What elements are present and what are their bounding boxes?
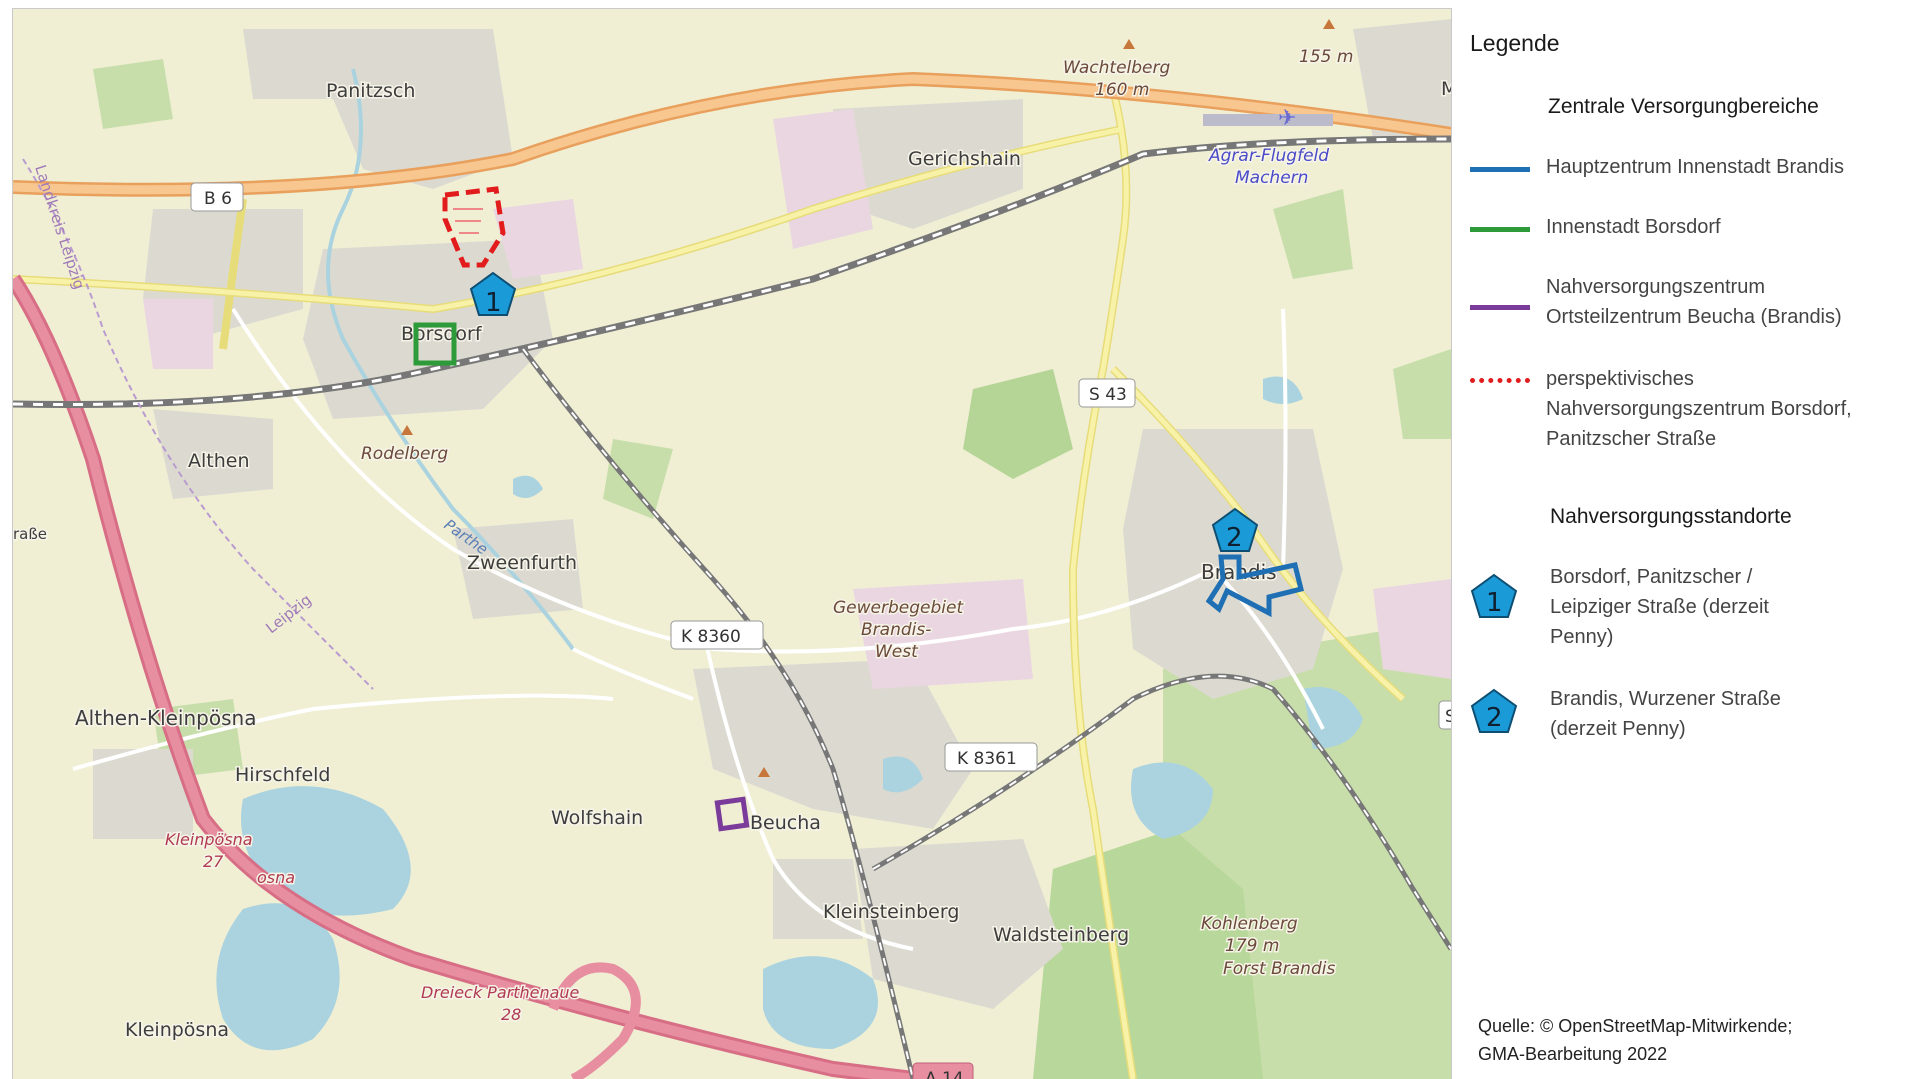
legend-site-1: Borsdorf, Panitzscher / Leipziger Straße… [1550,562,1769,652]
legend-section-zentrale: Zentrale Versorgungbereiche [1548,95,1819,118]
zone-hauptzentrum-brandis[interactable] [1205,554,1305,618]
place-label-hirschfeld: Hirschfeld [235,764,330,786]
railways [13,135,1451,1079]
road-shield-edge-s: S [1438,700,1451,730]
zone-perspective-hatch [453,208,483,234]
road-shield-k8361: K 8361 [944,742,1038,772]
poi-label-airfield-2: Machern [1235,168,1308,188]
legend-site-1-line3: Penny) [1550,626,1614,648]
legend-section-nahversorgung: Nahversorgungsstandorte [1550,505,1792,528]
legend-site-2-line1: Brandis, Wurzener Straße [1550,688,1781,710]
legend-item-innenstadt-borsdorf: Innenstadt Borsdorf [1546,216,1721,238]
place-label-kleinposna: Kleinpösna [125,1019,229,1041]
poi-label-kohlenberg-elev: 179 m [1225,936,1279,956]
place-label-edge-m: M [1441,78,1451,100]
legend-item-perspective-line3: Panitzscher Straße [1546,428,1717,450]
zone-beucha[interactable] [714,796,750,832]
place-label-kleinsteinberg: Kleinsteinberg [823,901,959,923]
legend-site-1-line1: Borsdorf, Panitzscher / [1550,566,1753,588]
poi-label-gewerbegebiet-1: Gewerbegebiet [833,598,964,618]
peak-icon [401,425,413,435]
legend-item-nvz-beucha-line2: Ortsteilzentrum Beucha (Brandis) [1546,306,1842,328]
legend-swatch-perspective [1470,378,1530,383]
legend-item-perspective: perspektivisches Nahversorgungszentrum B… [1546,364,1852,454]
place-label-wolfshain: Wolfshain [551,807,643,829]
peak-icon [1123,39,1135,49]
place-label-althen: Althen [188,450,250,472]
legend-item-nvz-beucha: Nahversorgungszentrum Ortsteilzentrum Be… [1546,272,1842,332]
motorway-label-kleinposna-3: osna [257,868,295,887]
motorway-label-dreieck-1: Dreieck Parthenaue [421,983,580,1002]
place-label-althen-kleinposna: Althen-Kleinpösna [75,706,256,730]
zone-perspective-borsdorf[interactable] [442,186,506,268]
place-label-beucha: Beucha [750,812,821,834]
peak-icon [1323,19,1335,29]
svg-text:1: 1 [1486,588,1503,618]
peak-icon [758,767,770,777]
poi-label-elev-155: 155 m [1299,47,1353,67]
legend-panel: Legende Zentrale Versorgungbereiche Haup… [1452,0,1913,1078]
place-label-edge-strasse: raße [13,525,47,543]
place-label-waldsteinberg: Waldsteinberg [993,924,1129,946]
source-line1: Quelle: © OpenStreetMap-Mitwirkende; [1478,1016,1793,1036]
svg-text:2: 2 [1226,523,1243,553]
built-up-areas [93,19,1451,1009]
place-label-gerichshain: Gerichshain [908,148,1021,170]
road-shield-a14: A 14 [912,1062,974,1079]
legend-swatch-borsdorf [1470,227,1530,232]
svg-text:K 8360: K 8360 [681,627,741,647]
place-label-panitzsch: Panitzsch [326,80,415,102]
water-bodies [216,376,1363,1051]
motorway-label-kleinposna-1: Kleinpösna [165,830,253,849]
location-pin-2[interactable]: 2 [1211,507,1259,553]
source-line2: GMA-Bearbeitung 2022 [1478,1044,1668,1064]
poi-label-rodelberg: Rodelberg [361,444,448,464]
legend-title: Legende [1470,30,1560,56]
legend-site-1-line2: Leipziger Straße (derzeit [1550,596,1769,618]
svg-text:A 14: A 14 [925,1069,964,1079]
legend-item-perspective-line2: Nahversorgungszentrum Borsdorf, [1546,398,1852,420]
svg-text:S: S [1445,707,1451,727]
poi-label-gewerbegebiet-2: Brandis- [861,620,931,640]
map-canvas[interactable]: ✈ Panitzsch Gerichshain Borsdorf Althen … [13,9,1451,1079]
admin-boundary [22,158,374,690]
motorway-a14 [13,274,914,1079]
svg-text:1: 1 [485,288,502,318]
poi-label-kohlenberg: Kohlenberg [1201,914,1298,934]
poi-label-wachtelberg: Wachtelberg [1063,58,1171,78]
place-label-zweenfurth: Zweenfurth [467,552,577,574]
svg-text:2: 2 [1486,703,1503,733]
motorway-label-dreieck-2: 28 [501,1005,521,1024]
legend-swatch-beucha [1470,305,1530,310]
svg-text:K 8361: K 8361 [957,749,1017,769]
poi-label-wachtelberg-elev: 160 m [1095,80,1149,100]
svg-text:S 43: S 43 [1089,385,1127,405]
legend-item-nvz-beucha-line1: Nahversorgungszentrum [1546,276,1765,298]
legend-site-2: Brandis, Wurzener Straße (derzeit Penny) [1550,684,1781,744]
legend-pin-1-icon: 1 [1470,573,1518,618]
legend-site-2-line2: (derzeit Penny) [1550,718,1686,740]
legend-pin-2-icon: 2 [1470,688,1518,733]
poi-label-gewerbegebiet-3: West [875,642,919,662]
legend-swatch-brandis [1470,167,1530,172]
map-view[interactable]: ✈ Panitzsch Gerichshain Borsdorf Althen … [12,8,1452,1079]
airfield-runway [1203,114,1333,126]
poi-label-forst-brandis: Forst Brandis [1223,959,1335,979]
river-parthe [326,68,575,651]
legend-item-perspective-line1: perspektivisches [1546,368,1694,390]
road-shield-k8360: K 8360 [670,620,764,650]
road-shield-s43: S 43 [1078,378,1136,408]
road-shield-b6: B 6 [190,182,244,212]
poi-label-airfield-1: Agrar-Flugfeld [1208,146,1329,166]
road-b6-core [13,74,1451,195]
legend-item-hauptzentrum-brandis: Hauptzentrum Innenstadt Brandis [1546,156,1844,178]
airfield-icon: ✈ [1278,105,1296,130]
zone-innenstadt-borsdorf[interactable] [413,322,457,366]
motorway-label-kleinposna-2: 27 [203,852,224,871]
svg-text:B 6: B 6 [204,189,232,209]
map-source-attribution: Quelle: © OpenStreetMap-Mitwirkende; GMA… [1478,1012,1792,1068]
location-pin-1[interactable]: 1 [469,271,517,318]
